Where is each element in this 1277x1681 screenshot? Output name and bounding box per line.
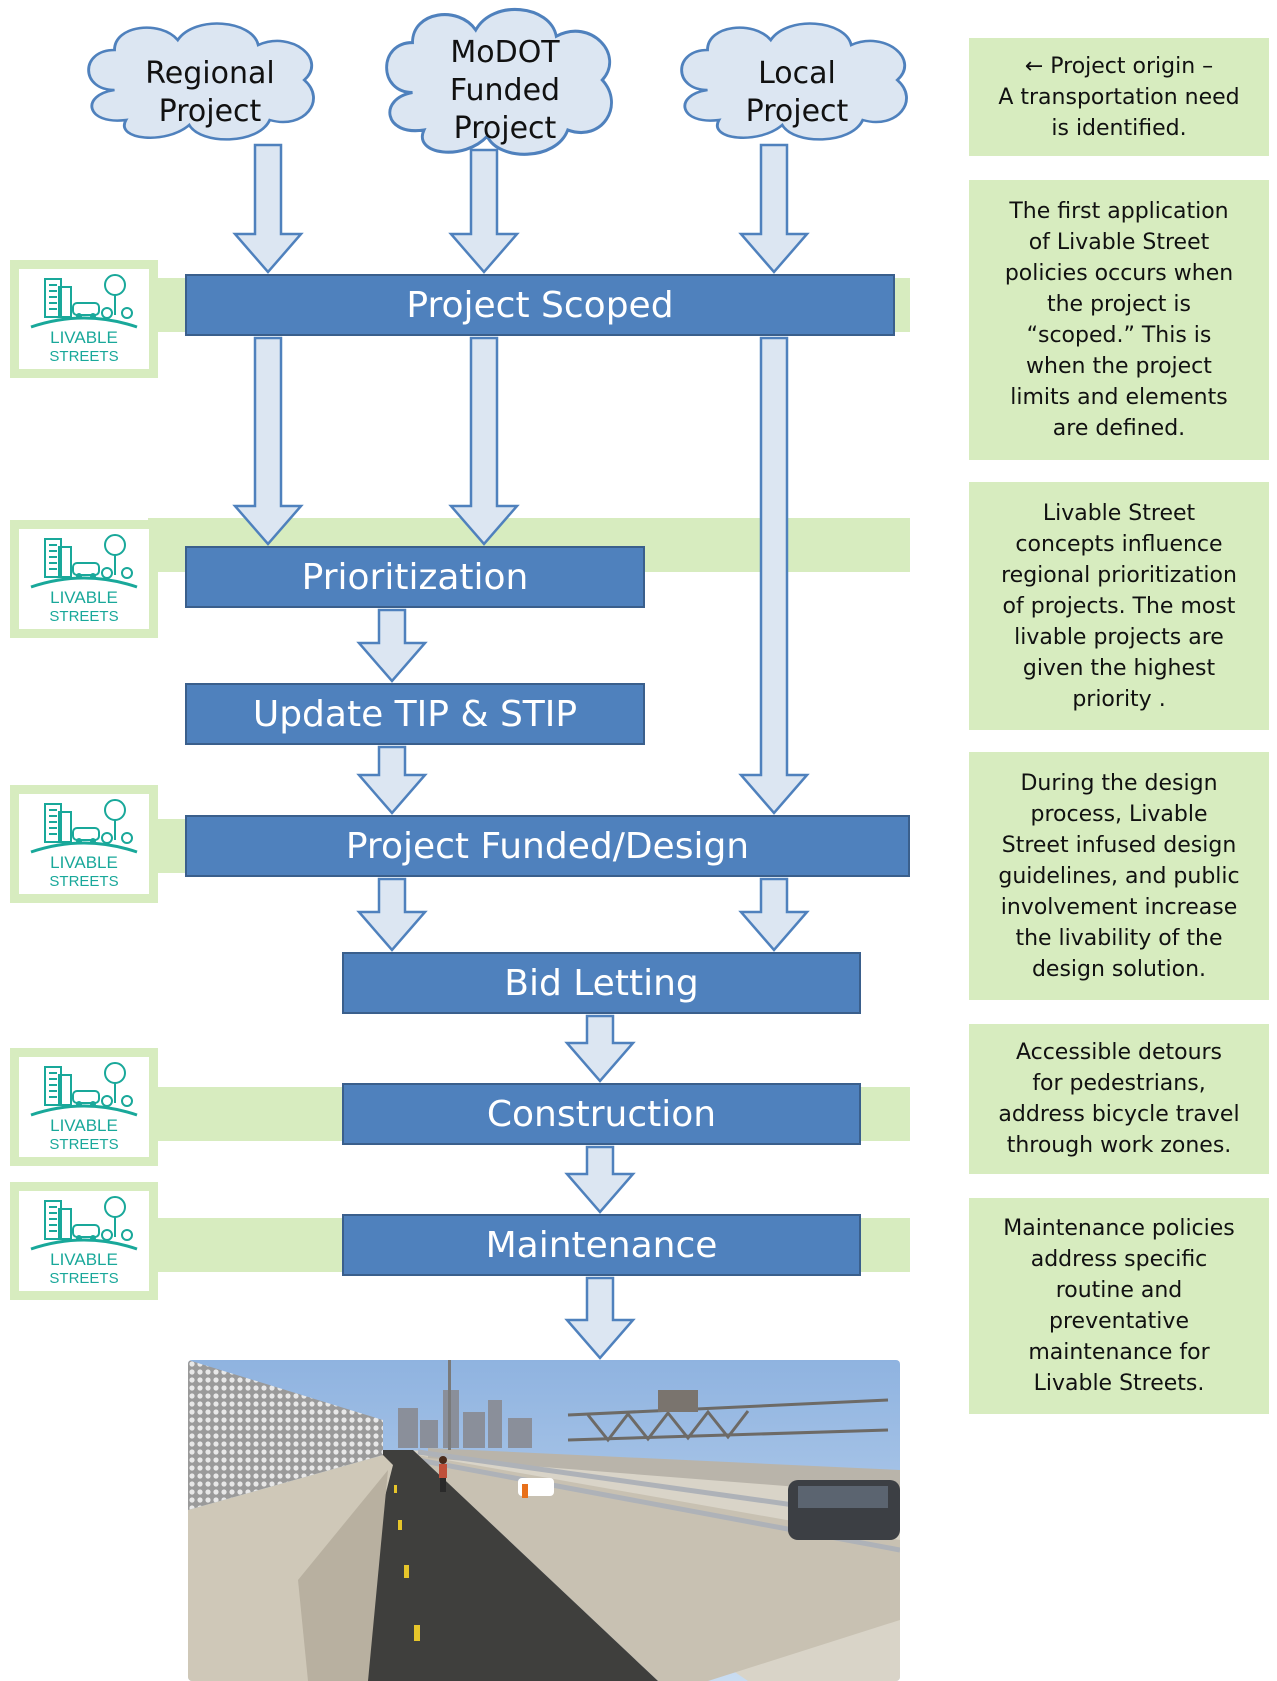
note-prioritization-line: regional prioritization bbox=[1001, 562, 1237, 588]
arrow-local-to-scoped bbox=[738, 143, 810, 274]
note-prioritization-line: priority . bbox=[1072, 686, 1166, 712]
logo-word-streets: STREETS bbox=[49, 873, 118, 890]
note-prioritization-line: of projects. The most bbox=[1002, 593, 1236, 619]
arrow-design-to-bid-right bbox=[738, 877, 810, 952]
note-maintenance-line: preventative bbox=[1049, 1309, 1189, 1334]
cloud-local-label: Local Project bbox=[697, 55, 897, 131]
cloud-regional-line2: Project bbox=[158, 94, 262, 129]
note-origin-line: is identified. bbox=[1051, 115, 1187, 141]
note-scoped-line: when the project bbox=[1026, 354, 1212, 379]
logo-word-livable: LIVABLE bbox=[50, 853, 118, 872]
logo-word-livable: LIVABLE bbox=[50, 328, 118, 347]
note-scoped: The first application of Livable Street … bbox=[969, 180, 1269, 460]
note-scoped-line: limits and elements bbox=[1010, 385, 1228, 410]
arrow-modot-to-scoped bbox=[448, 148, 520, 274]
cloud-modot-line1: MoDOT bbox=[450, 35, 560, 70]
note-construction-line: through work zones. bbox=[1006, 1133, 1232, 1158]
note-maintenance: Maintenance policies address specific ro… bbox=[969, 1198, 1269, 1414]
note-scoped-line: the project is bbox=[1046, 292, 1191, 317]
note-prioritization-line: given the highest bbox=[1022, 655, 1216, 681]
note-design-line: the livability of the bbox=[1015, 925, 1223, 951]
arrow-scoped-to-prioritization-right bbox=[448, 336, 520, 546]
note-scoped-line: The first application bbox=[1009, 199, 1229, 224]
bike-path-photo bbox=[188, 1360, 900, 1681]
logo-word-streets: STREETS bbox=[49, 1270, 118, 1287]
note-design-line: During the design bbox=[1020, 770, 1218, 796]
note-design-line: involvement increase bbox=[1000, 894, 1238, 920]
note-origin-line: ← Project origin – bbox=[1024, 53, 1214, 79]
arrow-scoped-to-prioritization-left bbox=[232, 336, 304, 546]
note-maintenance-line: routine and bbox=[1055, 1278, 1183, 1303]
note-scoped-line: policies occurs when bbox=[1004, 261, 1234, 286]
stage-bid-letting: Bid Letting bbox=[342, 952, 861, 1014]
arrow-bid-to-construction bbox=[564, 1014, 636, 1083]
note-scoped-line: are defined. bbox=[1052, 416, 1186, 441]
stage-project-funded-design: Project Funded/Design bbox=[185, 815, 910, 877]
arrow-design-to-bid-left bbox=[356, 877, 428, 952]
note-design-line: design solution. bbox=[1031, 956, 1207, 982]
logo-word-streets: STREETS bbox=[49, 1136, 118, 1153]
logo-word-streets: STREETS bbox=[49, 348, 118, 365]
note-design-line: guidelines, and public bbox=[998, 863, 1240, 889]
cloud-modot-line2: Funded bbox=[449, 73, 561, 108]
note-maintenance-line: maintenance for bbox=[1028, 1340, 1210, 1365]
note-prioritization-line: concepts influence bbox=[1015, 531, 1223, 557]
logo-word-livable: LIVABLE bbox=[50, 1116, 118, 1135]
stage-update-tip-stip: Update TIP & STIP bbox=[185, 683, 645, 745]
stage-construction: Construction bbox=[342, 1083, 861, 1145]
note-scoped-line: of Livable Street bbox=[1028, 230, 1210, 255]
cloud-local-line1: Local bbox=[758, 56, 836, 91]
arrow-regional-to-scoped bbox=[232, 143, 304, 274]
note-construction: Accessible detours for pedestrians, addr… bbox=[969, 1024, 1269, 1174]
note-maintenance-line: address specific bbox=[1030, 1247, 1208, 1272]
note-construction-line: for pedestrians, bbox=[1032, 1071, 1206, 1096]
cloud-regional-line1: Regional bbox=[145, 56, 275, 91]
cloud-local-line2: Project bbox=[745, 94, 849, 129]
note-prioritization-line: livable projects are bbox=[1014, 624, 1224, 650]
bike-path-photo-art bbox=[188, 1360, 900, 1681]
logo-word-livable: LIVABLE bbox=[50, 1250, 118, 1269]
arrow-maintenance-to-photo bbox=[564, 1276, 636, 1360]
logo-word-livable: LIVABLE bbox=[50, 588, 118, 607]
cloud-regional-label: Regional Project bbox=[110, 55, 310, 131]
note-prioritization: Livable Street concepts influence region… bbox=[969, 482, 1269, 730]
note-origin-line: A transportation need bbox=[998, 84, 1240, 110]
arrow-tip-to-design bbox=[356, 745, 428, 815]
stage-prioritization: Prioritization bbox=[185, 546, 645, 608]
note-design-line: Street infused design bbox=[1001, 832, 1237, 858]
cloud-modot-label: MoDOT Funded Project bbox=[405, 34, 605, 148]
note-maintenance-line: Livable Streets. bbox=[1033, 1371, 1205, 1396]
arrow-local-to-design bbox=[738, 336, 810, 815]
note-construction-line: Accessible detours bbox=[1015, 1040, 1223, 1065]
logo-word-streets: STREETS bbox=[49, 608, 118, 625]
note-project-origin: ← Project origin – A transportation need… bbox=[969, 38, 1269, 156]
stage-project-scoped: Project Scoped bbox=[185, 274, 895, 336]
note-design-line: process, Livable bbox=[1030, 801, 1208, 827]
arrow-construction-to-maintenance bbox=[564, 1145, 636, 1214]
note-scoped-line: “scoped.” This is bbox=[1026, 323, 1212, 348]
note-maintenance-line: Maintenance policies bbox=[1003, 1216, 1235, 1241]
note-construction-line: address bicycle travel bbox=[998, 1102, 1240, 1127]
note-design: During the design process, Livable Stree… bbox=[969, 752, 1269, 1000]
stage-maintenance: Maintenance bbox=[342, 1214, 861, 1276]
arrow-prioritization-to-tip bbox=[356, 608, 428, 683]
cloud-modot-line3: Project bbox=[453, 111, 557, 146]
note-prioritization-line: Livable Street bbox=[1042, 500, 1196, 526]
